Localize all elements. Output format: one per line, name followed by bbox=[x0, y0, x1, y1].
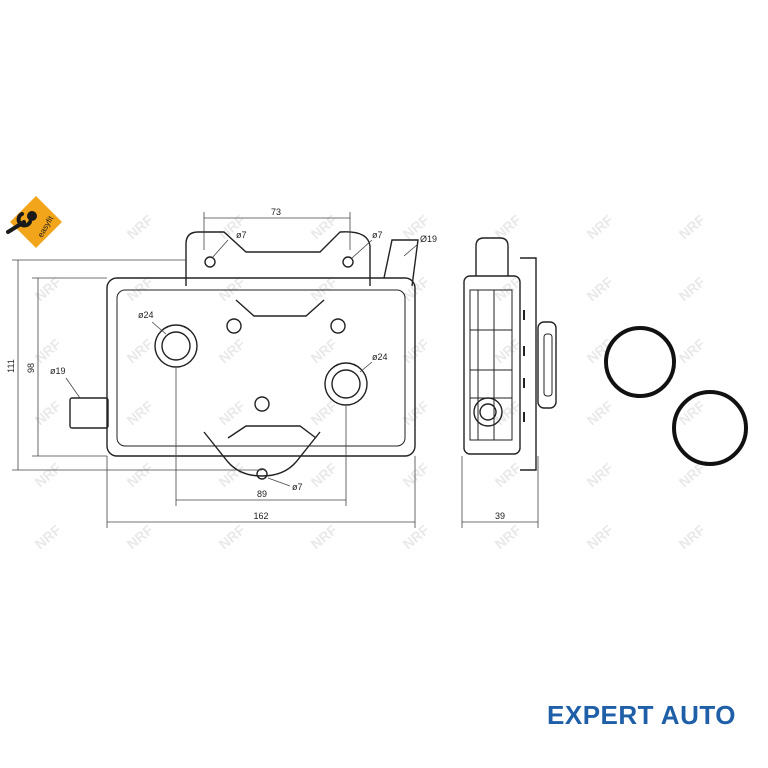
dim-label-hole-top-left: ø7 bbox=[236, 230, 247, 240]
watermark-mark: NRF bbox=[676, 521, 709, 552]
watermark-mark: NRF bbox=[216, 459, 249, 490]
mount-hole-top-right bbox=[342, 256, 354, 268]
watermark-mark: NRF bbox=[492, 459, 525, 490]
top-flange bbox=[185, 231, 371, 286]
leader-port-right bbox=[359, 361, 373, 373]
dim-label-inner-height: 98 bbox=[26, 363, 36, 373]
watermark-mark: NRF bbox=[308, 459, 341, 490]
side-outlet bbox=[475, 237, 509, 276]
watermark-mark: NRF bbox=[32, 397, 65, 428]
watermark-mark: NRF bbox=[584, 273, 617, 304]
dim-label-port-left: ø24 bbox=[138, 310, 154, 320]
bolt-hole-right bbox=[330, 318, 346, 334]
leader-outlet-top bbox=[403, 243, 419, 257]
watermark-mark: NRF bbox=[32, 335, 65, 366]
watermark-mark: NRF bbox=[216, 335, 249, 366]
o-ring-seal-2 bbox=[672, 390, 748, 466]
dim-label-port-side: ø19 bbox=[50, 366, 66, 376]
watermark-mark: NRF bbox=[216, 397, 249, 428]
cooler-body bbox=[106, 277, 416, 457]
watermark-mark: NRF bbox=[124, 335, 157, 366]
watermark-mark: NRF bbox=[492, 521, 525, 552]
leader-port-side bbox=[65, 377, 81, 399]
bottom-flange-ridge bbox=[227, 425, 317, 439]
side-flange bbox=[520, 257, 537, 471]
watermark-mark: NRF bbox=[584, 397, 617, 428]
watermark-mark: NRF bbox=[584, 335, 617, 366]
watermark-mark: NRF bbox=[676, 273, 709, 304]
watermark-mark: NRF bbox=[216, 521, 249, 552]
top-flange-ridge bbox=[235, 299, 325, 317]
watermark-mark: NRF bbox=[124, 459, 157, 490]
leader-hole-top-left bbox=[211, 239, 229, 259]
side-seal-groove bbox=[543, 333, 553, 397]
leader-hole-top-right bbox=[351, 239, 373, 259]
watermark-mark: NRF bbox=[124, 521, 157, 552]
watermark-mark: NRF bbox=[308, 521, 341, 552]
dim-label-overall-width: 162 bbox=[253, 511, 268, 521]
brand-name: EXPERT AUTO bbox=[547, 700, 736, 730]
mount-hole-top-left bbox=[204, 256, 216, 268]
leader-port-left bbox=[151, 321, 167, 335]
wrench-icon bbox=[6, 212, 32, 234]
port-left-outer bbox=[154, 324, 198, 368]
watermark-mark: NRF bbox=[584, 521, 617, 552]
side-core bbox=[469, 289, 513, 441]
bolt-hole-center bbox=[254, 396, 270, 412]
watermark-mark: NRF bbox=[308, 211, 341, 242]
easyfit-logo: easyfit bbox=[6, 196, 62, 248]
dim-label-top-width: 73 bbox=[271, 207, 281, 217]
dim-label-port-spacing: 89 bbox=[257, 489, 267, 499]
side-port-outer bbox=[473, 397, 503, 427]
wrench-head-icon bbox=[27, 211, 37, 221]
dim-label-hole-bottom: ø7 bbox=[292, 482, 303, 492]
dimension-lines bbox=[12, 212, 539, 528]
port-left-inner bbox=[161, 331, 191, 361]
watermark-mark: NRF bbox=[400, 521, 433, 552]
watermark-mark: NRF bbox=[124, 211, 157, 242]
watermark-mark: NRF bbox=[124, 397, 157, 428]
watermark-mark: NRF bbox=[308, 335, 341, 366]
side-spigot bbox=[69, 397, 109, 429]
easyfit-badge-icon bbox=[10, 196, 62, 248]
watermark-mark: NRF bbox=[676, 397, 709, 428]
bolt-hole-left bbox=[226, 318, 242, 334]
dim-label-overall-height: 111 bbox=[6, 359, 16, 373]
watermark-mark: NRF bbox=[584, 211, 617, 242]
dim-label-hole-top-right: ø7 bbox=[372, 230, 383, 240]
watermark-mark: NRF bbox=[676, 211, 709, 242]
leader-hole-bottom bbox=[267, 477, 291, 487]
o-ring-seals bbox=[604, 326, 748, 466]
watermark-mark: NRF bbox=[584, 459, 617, 490]
dim-label-depth: 39 bbox=[495, 511, 505, 521]
dim-label-port-right: ø24 bbox=[372, 352, 388, 362]
top-outlet bbox=[383, 239, 419, 287]
front-view bbox=[69, 231, 419, 480]
mount-hole-bottom bbox=[256, 468, 268, 480]
watermark-mark: NRF bbox=[400, 459, 433, 490]
side-seal-boss bbox=[537, 321, 557, 409]
side-view bbox=[463, 237, 557, 471]
watermark-mark: NRF bbox=[676, 335, 709, 366]
watermark-mark: NRF bbox=[32, 521, 65, 552]
port-right-outer bbox=[324, 362, 368, 406]
cooler-inner-frame bbox=[116, 289, 406, 447]
port-right-inner bbox=[331, 369, 361, 399]
watermark-mark: NRF bbox=[32, 459, 65, 490]
dimension-labels: 73 ø7 ø7 Ø19 ø24 ø24 ø19 111 98 89 ø7 16… bbox=[6, 207, 505, 521]
o-ring-seal-1 bbox=[604, 326, 676, 398]
side-port-inner bbox=[479, 403, 497, 421]
bottom-flange bbox=[203, 431, 321, 477]
side-body bbox=[463, 275, 521, 455]
dim-label-outlet-top: Ø19 bbox=[420, 234, 437, 244]
